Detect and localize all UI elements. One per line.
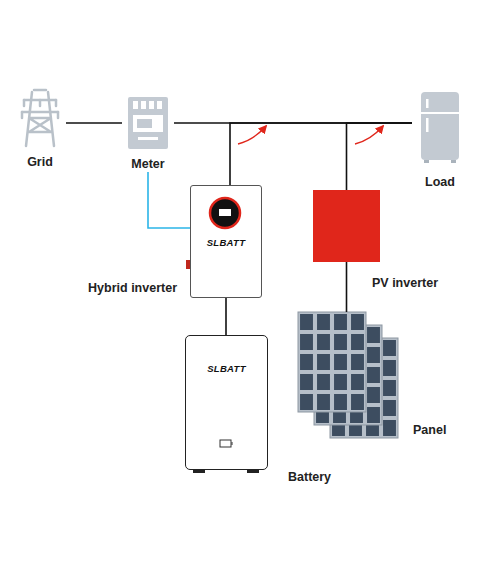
fridge-icon [421, 92, 459, 163]
node-label: Meter [131, 157, 164, 172]
flow-arrow [238, 126, 266, 144]
solar-panels [298, 312, 398, 438]
connector-line [66, 122, 122, 124]
battery: SLBATTBattery [185, 335, 268, 470]
node-label: Load [425, 175, 455, 190]
hybrid-inverter: SLBATTHybrid inverter [190, 185, 262, 298]
device-label: Panel [413, 423, 446, 438]
connector-line [225, 298, 227, 335]
pylon-icon [22, 90, 58, 146]
grid-icon: Grid [14, 88, 66, 170]
device-label: PV inverter [372, 276, 438, 291]
connector-line [346, 262, 348, 312]
node-label: Grid [27, 155, 53, 170]
device-label: Battery [288, 470, 331, 485]
flow-arrow [355, 126, 383, 144]
meter-icon [128, 97, 168, 149]
battery-symbol [220, 440, 232, 447]
connector-line [230, 123, 412, 185]
connector-line [148, 172, 190, 228]
meter-icon: Meter [122, 92, 174, 172]
inverter-screen [210, 198, 240, 228]
device-label: Hybrid inverter [88, 281, 177, 296]
load-icon: Load [412, 88, 468, 190]
pv-inverter: PV inverter [313, 190, 380, 262]
solar-panel: Panel [298, 312, 398, 438]
brand-logo: SLBATT [207, 237, 246, 249]
brand-logo: SLBATT [207, 363, 246, 375]
connector-line [347, 123, 413, 190]
